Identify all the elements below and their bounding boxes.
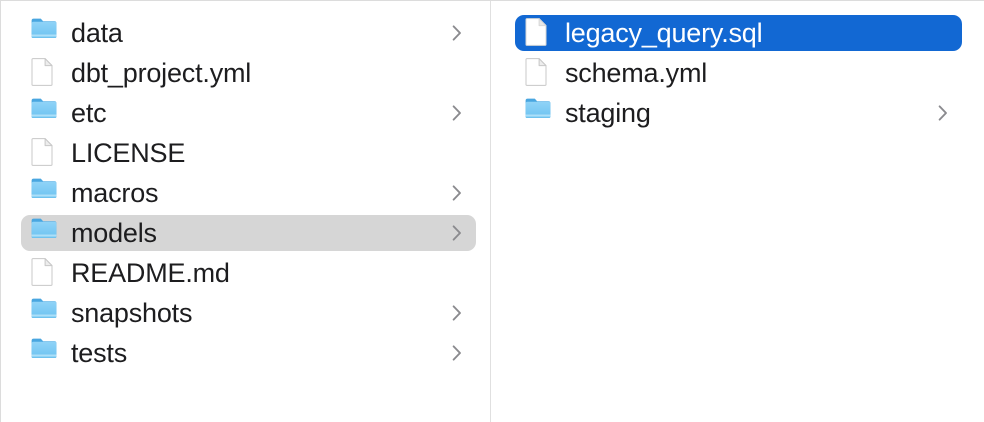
folder-row-models[interactable]: models	[21, 215, 476, 251]
document-icon	[525, 58, 551, 88]
folder-icon	[31, 338, 57, 368]
row-label: dbt_project.yml	[71, 58, 252, 88]
chevron-right-icon[interactable]	[936, 102, 950, 124]
chevron-right-icon[interactable]	[450, 182, 464, 204]
chevron-right-icon[interactable]	[450, 102, 464, 124]
row-label: models	[71, 218, 157, 248]
document-icon	[525, 18, 551, 48]
folder-icon	[31, 98, 57, 128]
row-label: tests	[71, 338, 128, 368]
folder-icon	[31, 218, 57, 248]
document-icon	[31, 138, 57, 168]
document-icon	[31, 258, 57, 288]
row-label: schema.yml	[565, 58, 708, 88]
folder-icon	[31, 178, 57, 208]
document-icon	[31, 58, 57, 88]
row-label: legacy_query.sql	[565, 18, 763, 48]
file-row-readme-md[interactable]: README.md	[21, 255, 476, 291]
row-label: README.md	[71, 258, 230, 288]
row-label: snapshots	[71, 298, 193, 328]
folder-row-data[interactable]: data	[21, 15, 476, 51]
row-label: etc	[71, 98, 107, 128]
folder-icon	[31, 298, 57, 328]
file-row-dbt-project-yml[interactable]: dbt_project.yml	[21, 55, 476, 91]
chevron-right-icon[interactable]	[450, 342, 464, 364]
folder-row-tests[interactable]: tests	[21, 335, 476, 371]
row-label: staging	[565, 98, 651, 128]
row-label: macros	[71, 178, 159, 208]
folder-row-macros[interactable]: macros	[21, 175, 476, 211]
folder-icon	[31, 18, 57, 48]
folder-row-staging[interactable]: staging	[515, 95, 962, 131]
row-label: data	[71, 18, 123, 48]
chevron-right-icon[interactable]	[450, 222, 464, 244]
file-row-schema-yml[interactable]: schema.yml	[515, 55, 962, 91]
column-right: legacy_query.sql schema.yml staging	[491, 1, 984, 422]
file-row-legacy-query-sql[interactable]: legacy_query.sql	[515, 15, 962, 51]
chevron-right-icon[interactable]	[450, 302, 464, 324]
folder-row-snapshots[interactable]: snapshots	[21, 295, 476, 331]
chevron-right-icon[interactable]	[450, 22, 464, 44]
folder-icon	[525, 98, 551, 128]
file-row-license[interactable]: LICENSE	[21, 135, 476, 171]
folder-row-etc[interactable]: etc	[21, 95, 476, 131]
row-label: LICENSE	[71, 138, 186, 168]
